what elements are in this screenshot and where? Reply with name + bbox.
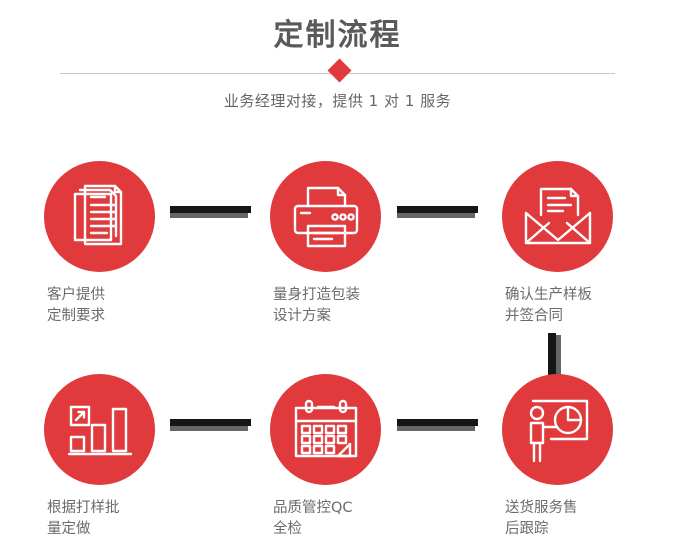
step-3-circle xyxy=(502,161,613,272)
connector-vertical-1 xyxy=(548,333,561,376)
envelope-document-icon xyxy=(524,187,591,244)
presentation-person-icon xyxy=(529,399,588,462)
step-3-label: 确认生产样板 并签合同 xyxy=(505,287,592,324)
connector-shadow xyxy=(170,426,248,431)
connector-shadow xyxy=(556,335,561,376)
step-5-circle xyxy=(270,374,381,485)
step-6-label: 送货服务售 后跟踪 xyxy=(505,500,578,537)
bar-chart-growth-icon xyxy=(67,405,132,455)
calendar-check-icon xyxy=(294,399,357,457)
step-5-label: 品质管控QC 全检 xyxy=(273,500,353,537)
step-1-label: 客户提供 定制要求 xyxy=(47,287,105,324)
connector-bar xyxy=(170,419,251,426)
step-2-circle xyxy=(270,161,381,272)
connector-bar xyxy=(397,419,478,426)
connector-shadow xyxy=(170,213,248,218)
connector-bar xyxy=(170,206,251,213)
connector-horizontal-3 xyxy=(170,419,251,432)
page-title: 定制流程 xyxy=(273,18,402,53)
step-1-circle xyxy=(44,161,155,272)
documents-stack-icon xyxy=(73,184,122,245)
page-subtitle: 业务经理对接，提供 1 对 1 服务 xyxy=(223,92,452,110)
connector-horizontal-1 xyxy=(170,206,251,219)
connector-bar xyxy=(548,333,556,376)
step-6-circle xyxy=(502,374,613,485)
connector-shadow xyxy=(397,426,475,431)
step-2-label: 量身打造包装 设计方案 xyxy=(273,287,360,324)
connector-shadow xyxy=(397,213,475,218)
step-4-label: 根据打样批 量定做 xyxy=(47,500,120,537)
step-4-circle xyxy=(44,374,155,485)
connector-horizontal-2 xyxy=(397,206,478,219)
connector-bar xyxy=(397,206,478,213)
printer-icon xyxy=(293,186,358,247)
connector-horizontal-4 xyxy=(397,419,478,432)
